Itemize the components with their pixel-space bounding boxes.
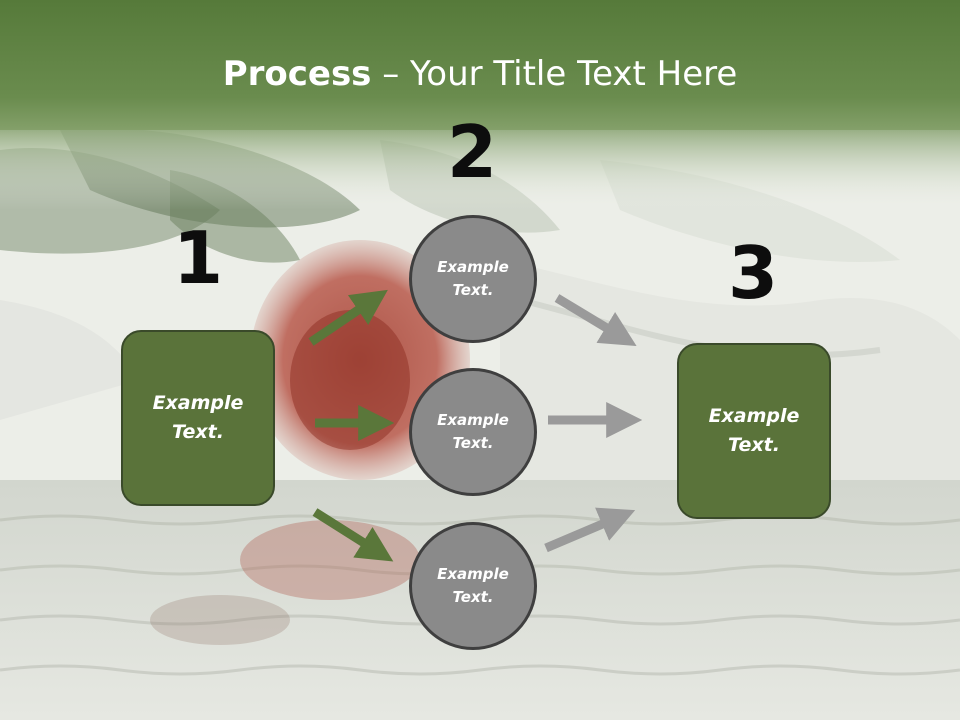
step-number-2: 2	[446, 110, 498, 194]
circle-middle: Example Text.	[409, 368, 537, 496]
arrow-green-down	[312, 508, 394, 562]
circle-middle-text: Example Text.	[437, 411, 509, 452]
step-number-1: 1	[172, 216, 224, 300]
step-1-text: Example Text.	[152, 392, 244, 443]
arrow-gray-up	[544, 507, 636, 553]
circle-bottom: Example Text.	[409, 522, 537, 650]
arrow-green-up	[308, 289, 388, 346]
circle-top: Example Text.	[409, 215, 537, 343]
slide-title: Process – Your Title Text Here	[0, 52, 960, 96]
circle-top-text: Example Text.	[437, 258, 509, 299]
arrow-gray-down	[554, 294, 637, 347]
title-bold: Process	[222, 54, 372, 94]
step-number-3: 3	[727, 231, 779, 315]
circle-bottom-text: Example Text.	[437, 565, 509, 606]
step-3-box: Example Text.	[677, 343, 831, 519]
step-3-text: Example Text.	[708, 405, 800, 456]
step-1-box: Example Text.	[121, 330, 275, 506]
title-rest: – Your Title Text Here	[371, 54, 738, 94]
